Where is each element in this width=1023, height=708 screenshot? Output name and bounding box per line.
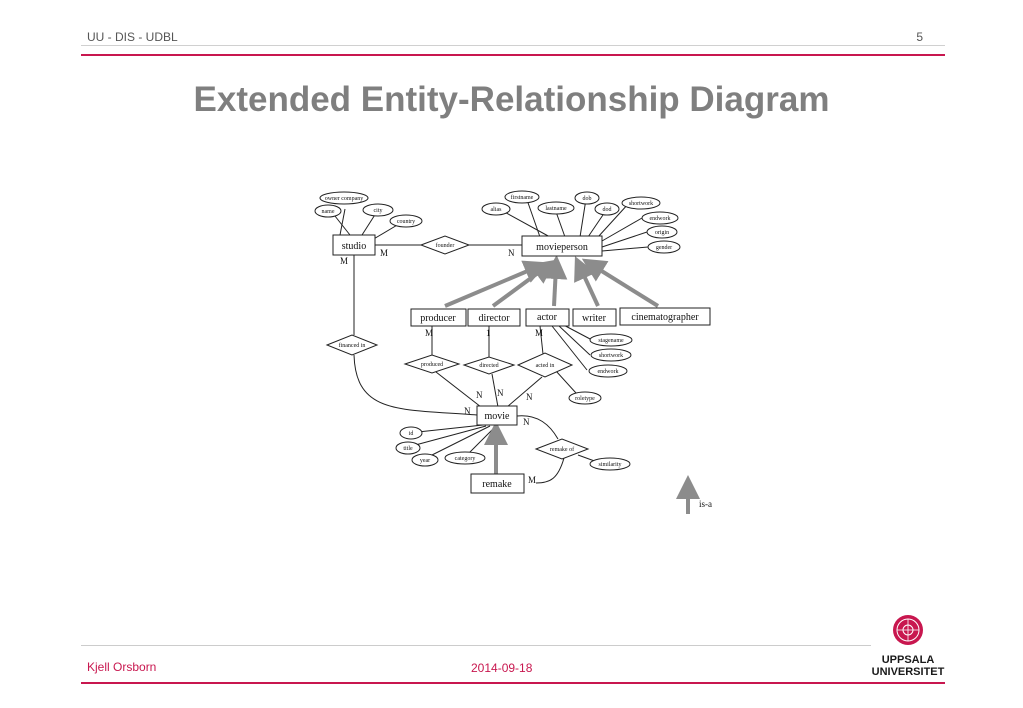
attr-title: title [403,446,413,452]
attr-country: country [397,219,415,225]
rel-directed: directed [479,363,498,369]
card-actor-acted: M [535,328,543,338]
cardinality-labels: M N M M 1 M N N N N N M [340,248,543,485]
attr-stagename: stagename [598,338,624,344]
seal-svg [893,615,923,645]
entity-movie: movie [485,411,511,422]
card-movie-remake-of: N [523,417,530,427]
footer-divider [81,682,945,684]
attribute-labels: owner company name city country firstnam… [322,194,673,468]
page-number: 5 [916,30,923,44]
footer-divider-grey [81,645,871,646]
rel-produced: produced [421,362,443,368]
attr-year: year [420,458,430,464]
attr-endwork: endwork [650,216,671,222]
attr-actor-shortwork: shortwork [599,353,623,359]
footer-author: Kjell Orsborn [87,660,157,674]
header-course: UU - DIS - UDBL [87,30,178,44]
card-movie-acted: N [526,392,533,402]
entity-boxes [332,234,711,494]
entity-director: director [478,313,510,324]
card-movie-financed: N [464,406,471,416]
attr-actor-endwork: endwork [598,369,619,375]
attr-alias: alias [491,207,503,213]
university-name-line2: UNIVERSITET [871,666,945,678]
attr-gender: gender [656,245,672,251]
attr-roletype: roletype [575,396,595,402]
attr-firstname: firstname [511,194,534,201]
attr-lastname: lastname [545,206,567,212]
card-movieperson-founder: N [508,248,515,258]
connector-lines [330,196,649,484]
attr-dob: dob [583,196,592,202]
university-seal-icon [868,614,948,680]
attr-dod: dod [603,207,612,213]
university-name-line1: UPPSALA [881,654,935,666]
attribute-ovals [314,190,681,471]
attr-name: name [322,209,335,215]
rel-financed-in: financed in [339,342,366,349]
rel-remake-of: remake of [550,446,574,453]
card-studio-founder: M [380,248,388,258]
entity-remake: remake [482,479,512,490]
header-divider [81,54,945,56]
entity-cinematographer: cinematographer [631,312,699,323]
card-remake-remake-of: M [528,475,536,485]
attr-shortwork: shortwork [629,201,653,207]
entity-movieperson: movieperson [536,242,588,253]
header-divider-grey [81,45,945,46]
card-director-directed: 1 [486,328,491,338]
entity-studio: studio [342,241,366,252]
card-producer-produced: M [425,328,433,338]
card-studio-financed: M [340,256,348,266]
card-movie-produced: N [476,390,483,400]
entity-writer: writer [582,313,607,324]
legend-isa-label: is-a [699,499,712,509]
eer-diagram-svg: studio movieperson producer director act… [314,190,712,514]
relationship-diamonds [325,235,590,460]
entity-actor: actor [537,312,558,323]
attr-owner-company: owner company [325,196,364,202]
isa-arrows [444,255,700,514]
slide-title: Extended Entity-Relationship Diagram [193,80,830,119]
attr-id: id [409,431,414,437]
university-name: UPPSALA UNIVERSITET [862,654,954,678]
relationship-labels: founder financed in produced directed ac… [339,242,574,453]
entity-producer: producer [420,313,456,324]
attr-category: category [455,456,476,462]
rel-founder: founder [436,242,455,249]
entity-labels: studio movieperson producer director act… [342,241,699,490]
attr-city: city [374,208,383,214]
eer-diagram: studio movieperson producer director act… [300,185,740,520]
rel-acted-in: acted in [536,363,555,369]
card-movie-directed: N [497,388,504,398]
footer-date: 2014-09-18 [471,661,533,675]
attr-origin: origin [655,230,669,236]
attr-similarity: similarity [599,462,622,468]
